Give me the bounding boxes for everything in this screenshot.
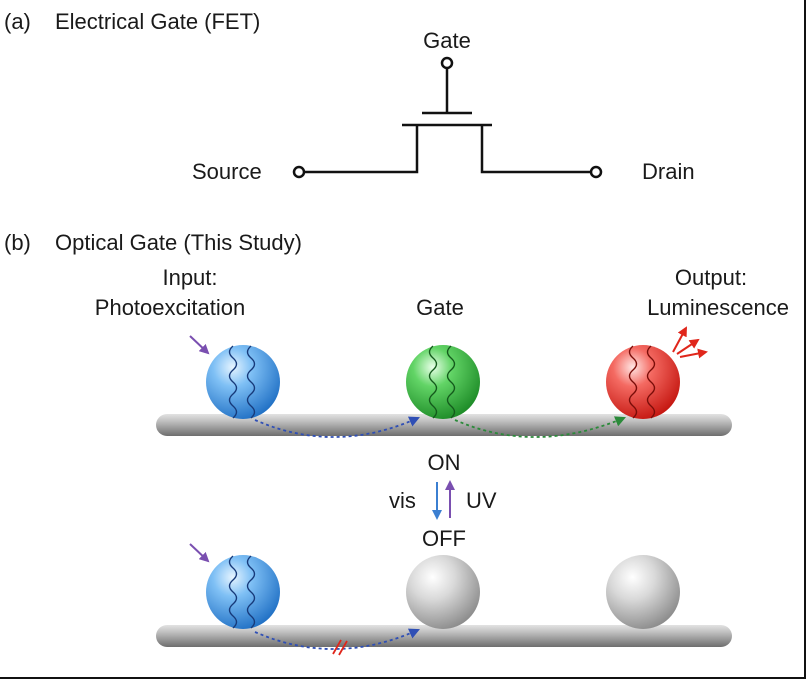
gate-label: Gate <box>416 295 464 320</box>
gate-terminal <box>440 56 454 70</box>
excitation-arrow-icon <box>189 543 210 563</box>
sphere-input-on <box>206 345 280 419</box>
energy-transfer-arrow-green <box>454 416 626 438</box>
rod-on <box>156 414 732 436</box>
wave-icon <box>428 345 438 419</box>
excitation-arrow-icon <box>189 335 210 355</box>
drain-lead <box>480 125 590 174</box>
drain-terminal <box>589 165 603 179</box>
uv-label: UV <box>466 488 497 513</box>
block-marks-icon <box>332 639 348 656</box>
panel-a-title: Electrical Gate (FET) <box>55 9 261 34</box>
wave-icon <box>228 555 238 629</box>
input-label-line-2: Photoexcitation <box>94 295 246 320</box>
panel-b-letter: (b) <box>4 230 31 255</box>
wave-icon <box>228 345 238 419</box>
vis-label: vis <box>389 488 416 513</box>
emission-arrows-icon <box>672 326 708 359</box>
drain-label: Drain <box>642 159 695 184</box>
energy-transfer-arrow-blocked <box>254 628 420 650</box>
sphere-output-off <box>606 555 680 629</box>
off-label: OFF <box>422 526 466 551</box>
input-label-line-1: Input: <box>162 265 218 290</box>
panel-b-title: Optical Gate (This Study) <box>55 230 302 255</box>
output-label-line-1: Output: <box>674 265 748 290</box>
sphere-gate-off <box>406 555 480 629</box>
rod-off <box>156 625 732 647</box>
fet-gate-label: Gate <box>423 28 471 53</box>
sphere-output-on <box>606 345 680 419</box>
energy-transfer-arrow-blue <box>254 416 420 438</box>
source-terminal <box>292 165 306 179</box>
wave-icon <box>628 345 638 419</box>
panel-a-letter: (a) <box>4 9 31 34</box>
output-label-line-2: Luminescence <box>647 295 789 320</box>
sphere-gate-on <box>406 345 480 419</box>
on-label: ON <box>427 450 461 475</box>
source-lead <box>305 125 419 174</box>
fet-symbol <box>292 56 603 179</box>
sphere-input-off <box>206 555 280 629</box>
source-label: Source <box>192 159 262 184</box>
